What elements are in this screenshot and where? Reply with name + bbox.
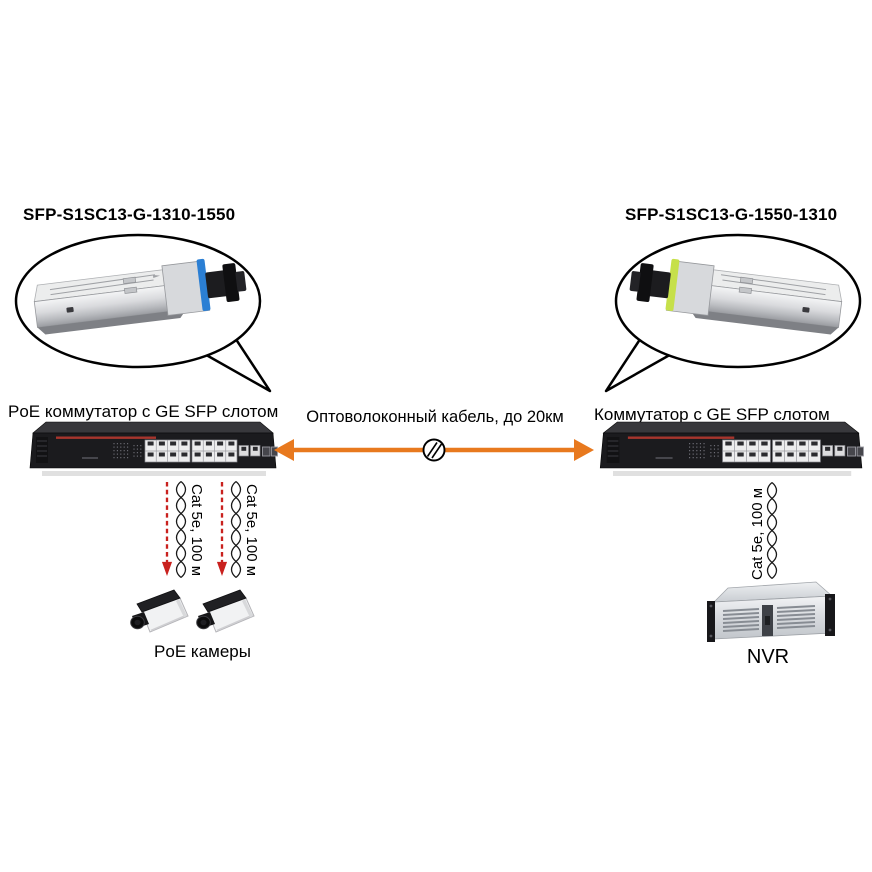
- sfp-left-blue-band: [196, 258, 211, 311]
- poe-camera-2: [195, 589, 255, 633]
- sfp-module-right-label: SFP-S1SC13-G-1550-1310: [625, 205, 838, 224]
- sfp-left-callout-bubble: [14, 233, 272, 393]
- nvr-vent-grille-left: [722, 608, 760, 632]
- fiber-link-arrow: [274, 438, 594, 462]
- switch-right-label: Коммутатор с GE SFP слотом: [594, 405, 830, 424]
- fiber-link-label: Оптоволоконный кабель, до 20км: [306, 408, 564, 426]
- nvr-cable-twisted-pair-icon: [766, 482, 778, 580]
- camera-cable-2-label: Cat 5e, 100 м: [243, 484, 260, 577]
- camera-cable-1-twisted-pair-icon: [175, 481, 187, 579]
- poe-switch-left: [29, 421, 278, 477]
- nvr-vent-grille-right: [776, 605, 816, 629]
- sfp-module-left-label: SFP-S1SC13-G-1310-1550: [23, 205, 236, 224]
- cameras-label: PoE камеры: [154, 642, 251, 661]
- sfp-right-yellow-band: [665, 258, 680, 311]
- camera-cable-2-arrow: [216, 482, 228, 577]
- switch-right: [599, 421, 864, 477]
- sfp-transceiver-left-photo: [33, 258, 247, 335]
- camera-cable-2-twisted-pair-icon: [230, 481, 242, 579]
- arrowhead-right: [574, 439, 594, 461]
- nvr-server: [707, 581, 835, 642]
- nvr-label: NVR: [746, 646, 790, 668]
- sfp-transceiver-right-photo: [629, 258, 843, 335]
- camera-cable-1-label: Cat 5e, 100 м: [188, 484, 205, 577]
- poe-camera-1: [129, 589, 189, 633]
- fiber-optic-symbol-icon: [422, 438, 446, 462]
- arrowhead-left: [274, 439, 294, 461]
- camera-cable-1-arrow: [161, 482, 173, 577]
- nvr-cable-label: Cat 5e, 100 м: [749, 487, 766, 580]
- switch-left-label: PoE коммутатор с GE SFP слотом: [8, 402, 279, 421]
- sfp-right-callout-bubble: [604, 233, 862, 393]
